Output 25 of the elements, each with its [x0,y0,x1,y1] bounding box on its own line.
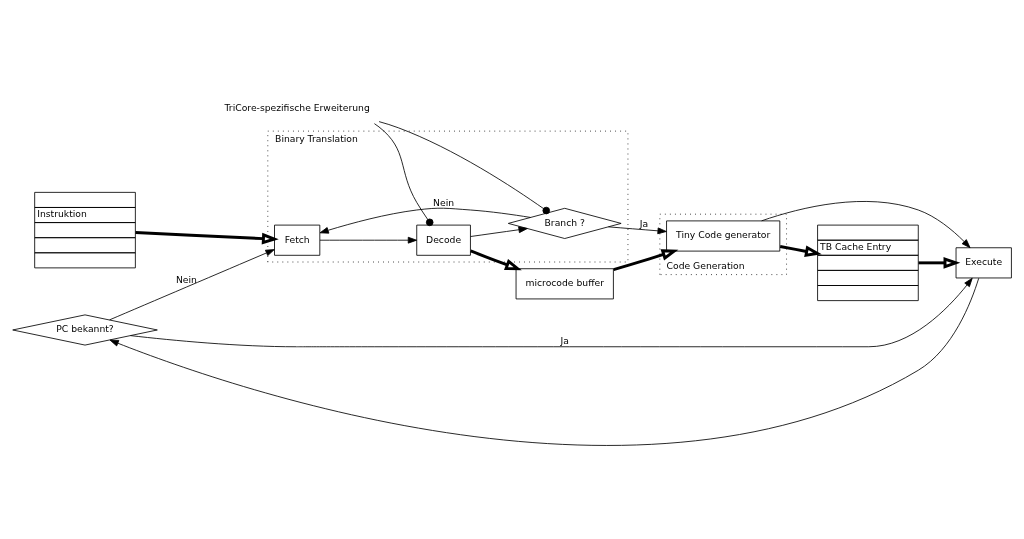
arrow [918,256,961,269]
arrow [470,226,528,237]
edge-label: Ja [560,335,569,347]
arrow [761,201,971,249]
node-box: Execute [955,247,1012,279]
arrow [109,277,980,446]
edge-label: Nein [175,273,197,285]
edge-label: Nein [433,196,455,208]
arrow [608,226,667,235]
arrow [319,207,531,234]
arrow [613,249,679,272]
connector [373,123,434,227]
node-text: TriCore-spezifische Erweiterung [224,101,370,113]
arrow [109,249,275,321]
connector [378,121,550,215]
edge-label: Ja [639,218,649,230]
node-box: Decode [416,224,471,256]
node-box: microcode buffer [515,268,614,300]
arrow [319,236,418,244]
arrow [130,277,973,348]
node-box: Tiny Code generator [666,220,781,252]
node-box: Fetch [274,224,321,256]
arrow [135,231,279,245]
arrow [779,245,822,258]
arrow [470,249,522,271]
